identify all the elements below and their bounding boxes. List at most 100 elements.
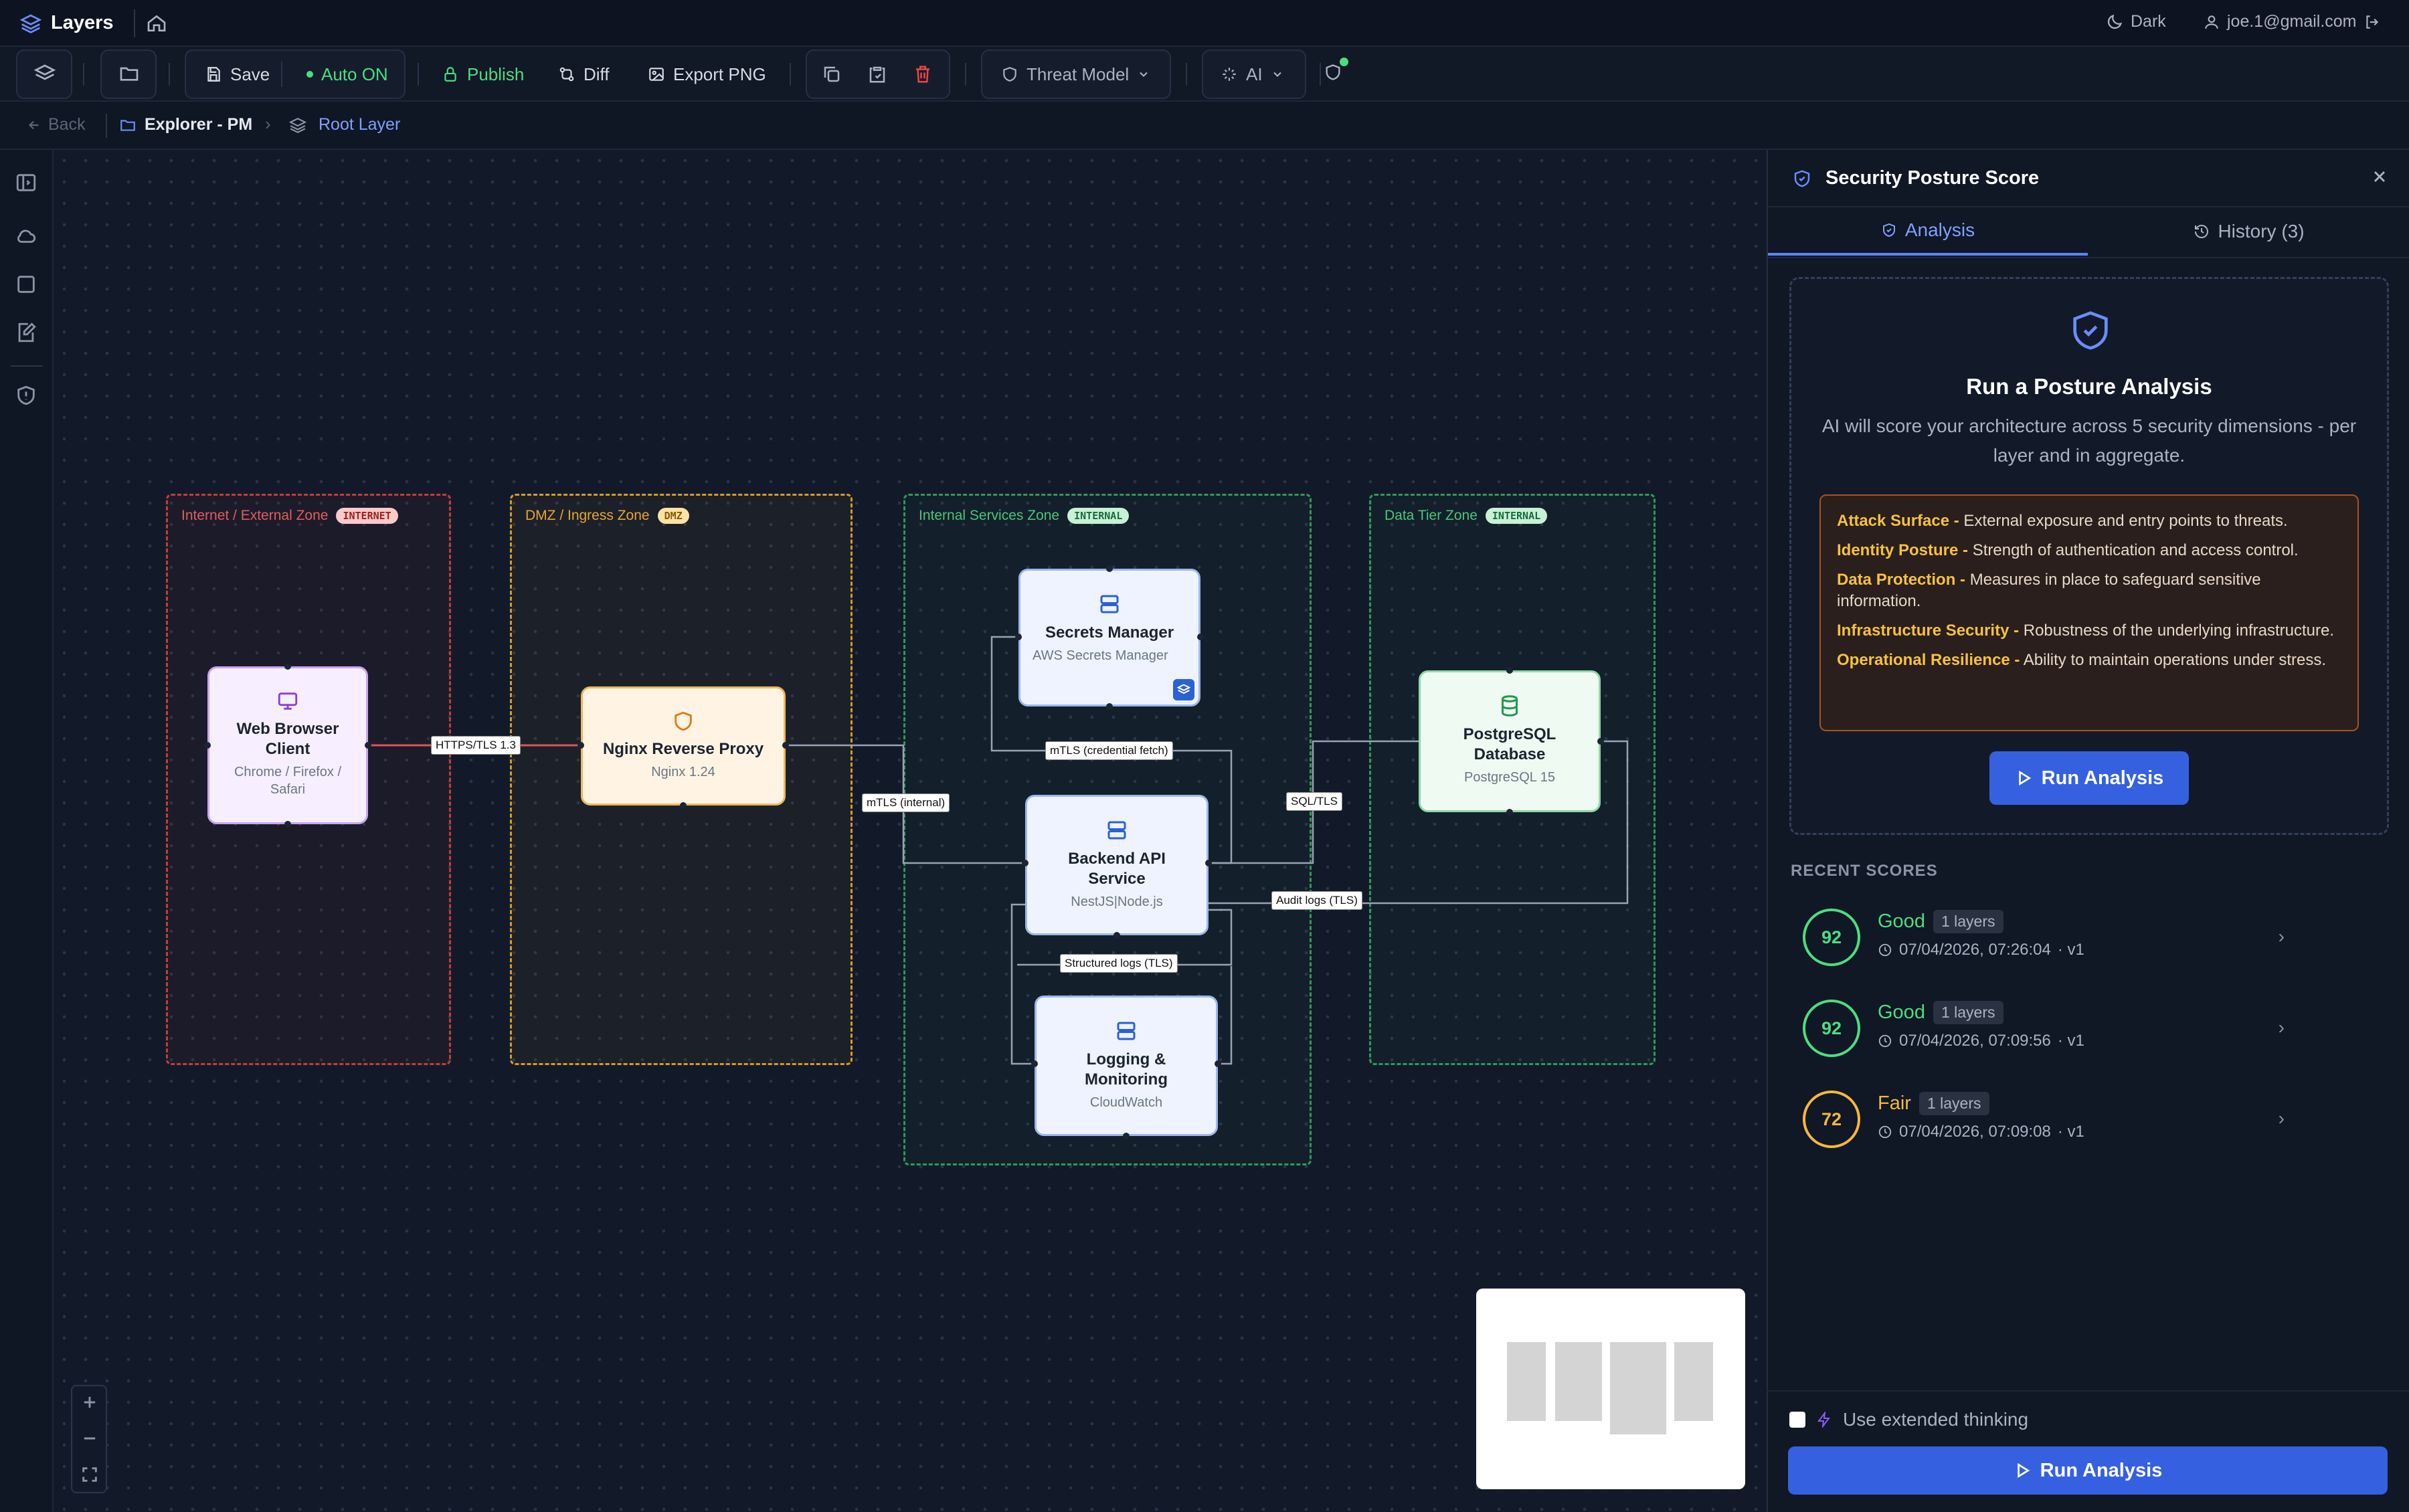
node-backend-api[interactable]: Backend API Service NestJS|Node.js	[1025, 795, 1209, 935]
edge-logging-left[interactable]	[1010, 903, 1035, 1065]
topbar-divider	[134, 9, 135, 37]
chevron-right-icon: ›	[265, 114, 271, 134]
port[interactable]	[1197, 634, 1204, 640]
run-analysis-bottom-button[interactable]: Run Analysis	[1788, 1446, 2388, 1495]
export-png-button[interactable]: Export PNG	[648, 51, 766, 98]
image-icon	[648, 66, 665, 83]
notification-dot	[1340, 58, 1348, 66]
logout-icon[interactable]	[2363, 13, 2381, 31]
run-analysis-button[interactable]: Run Analysis	[1989, 751, 2189, 805]
threat-model-dropdown[interactable]: Threat Model	[981, 50, 1171, 99]
copy-icon[interactable]	[822, 64, 842, 84]
zoom-controls	[71, 1385, 107, 1493]
recent-scores-heading: RECENT SCORES	[1791, 862, 1938, 880]
port[interactable]	[1022, 860, 1029, 866]
edge-label-structured-logs[interactable]: Structured logs (TLS)	[1060, 954, 1178, 973]
sidebar-panel-icon[interactable]	[15, 171, 37, 194]
tab-analysis[interactable]: Analysis	[1768, 207, 2088, 256]
port[interactable]	[1506, 809, 1513, 816]
open-folder-button[interactable]	[100, 50, 157, 99]
back-button[interactable]: Back	[27, 115, 86, 134]
zap-icon	[1816, 1412, 1832, 1428]
edge-audit-logs[interactable]	[1182, 740, 1629, 905]
paste-icon[interactable]	[867, 64, 887, 84]
breadcrumb-project[interactable]: Explorer - PM	[119, 115, 252, 134]
user-menu[interactable]: joe.1@gmail.com	[2203, 12, 2381, 31]
node-title: Backend API Service	[1068, 850, 1166, 888]
port[interactable]	[1015, 634, 1022, 640]
app-logo[interactable]: Layers	[20, 12, 114, 34]
node-web-browser[interactable]: Web Browser Client Chrome / Firefox / Sa…	[207, 666, 368, 824]
trash-icon[interactable]	[913, 64, 933, 84]
node-subtitle: CloudWatch	[1089, 1095, 1163, 1110]
port[interactable]	[577, 742, 584, 749]
layers-badge: 1 layers	[1933, 1001, 2003, 1024]
extended-thinking-option[interactable]: Use extended thinking	[1789, 1409, 2028, 1430]
fit-view-icon[interactable]	[80, 1465, 99, 1484]
app-title: Layers	[51, 12, 114, 33]
edit-document-icon[interactable]	[15, 321, 37, 344]
security-posture-button[interactable]	[1324, 58, 1348, 87]
port[interactable]	[284, 663, 291, 670]
node-postgresql[interactable]: PostgreSQL Database PostgreSQL 15	[1419, 670, 1601, 812]
shield-alert-icon[interactable]	[15, 384, 37, 407]
port[interactable]	[1113, 932, 1120, 939]
port[interactable]	[204, 742, 211, 749]
home-icon[interactable]	[146, 13, 167, 34]
close-icon[interactable]	[2370, 167, 2389, 186]
zoom-in-icon[interactable]	[80, 1393, 99, 1412]
edge-label-audit-logs[interactable]: Audit logs (TLS)	[1271, 891, 1362, 910]
score-version: · v1	[2057, 1032, 2084, 1050]
diff-button[interactable]: Diff	[558, 51, 610, 98]
node-secrets-manager[interactable]: Secrets Manager AWS Secrets Manager	[1018, 569, 1200, 706]
edge-label-https[interactable]: HTTPS/TLS 1.3	[431, 736, 521, 755]
score-label: Fair	[1878, 1093, 1911, 1114]
save-button[interactable]: Save	[205, 51, 270, 98]
autosave-toggle[interactable]: Auto ON	[306, 51, 388, 98]
tab-history[interactable]: History (3)	[2088, 207, 2409, 256]
server-icon	[1097, 592, 1122, 616]
shield-check-icon	[2067, 307, 2114, 354]
breadcrumb: Back Explorer - PM › Root Layer	[0, 102, 2409, 150]
port[interactable]	[1205, 860, 1212, 866]
port[interactable]	[365, 742, 371, 749]
publish-button[interactable]: Publish	[442, 51, 524, 98]
breadcrumb-layer[interactable]: Root Layer	[289, 115, 400, 134]
layers-toggle-button[interactable]	[16, 50, 72, 99]
port[interactable]	[284, 821, 291, 828]
node-nginx[interactable]: Nginx Reverse Proxy Nginx 1.24	[581, 686, 786, 806]
history-icon	[2194, 223, 2210, 240]
zoom-out-icon[interactable]	[80, 1429, 99, 1448]
left-rail	[0, 150, 54, 1512]
theme-toggle[interactable]: Dark	[2105, 12, 2166, 31]
port[interactable]	[1215, 1060, 1221, 1067]
port[interactable]	[1506, 667, 1513, 674]
edge-logging-right[interactable]	[1218, 966, 1233, 1065]
autosave-label: Auto ON	[321, 64, 388, 84]
port[interactable]	[1106, 565, 1113, 572]
port[interactable]	[680, 802, 687, 809]
port[interactable]	[782, 742, 789, 749]
score-label: Good	[1878, 1002, 1925, 1023]
panel-title: Security Posture Score	[1825, 167, 2040, 189]
minimap[interactable]	[1476, 1289, 1745, 1489]
server-icon	[1114, 1019, 1138, 1043]
node-logging-monitoring[interactable]: Logging & Monitoring CloudWatch	[1035, 996, 1218, 1136]
port[interactable]	[1031, 1060, 1038, 1067]
node-title: Nginx Reverse Proxy	[602, 740, 764, 758]
port[interactable]	[1123, 1133, 1130, 1139]
port[interactable]	[1597, 738, 1604, 745]
cloud-icon[interactable]	[15, 225, 37, 248]
ai-dropdown[interactable]: AI	[1202, 50, 1306, 99]
layers-badge-icon[interactable]	[1173, 679, 1194, 700]
edge-label-sql[interactable]: SQL/TLS	[1286, 792, 1342, 811]
edge-label-mtls-credential[interactable]: mTLS (credential fetch)	[1045, 741, 1173, 760]
square-icon[interactable]	[15, 273, 37, 296]
port[interactable]	[1106, 703, 1113, 710]
checkbox[interactable]	[1789, 1412, 1805, 1428]
edge-label-mtls-internal[interactable]: mTLS (internal)	[862, 793, 950, 812]
